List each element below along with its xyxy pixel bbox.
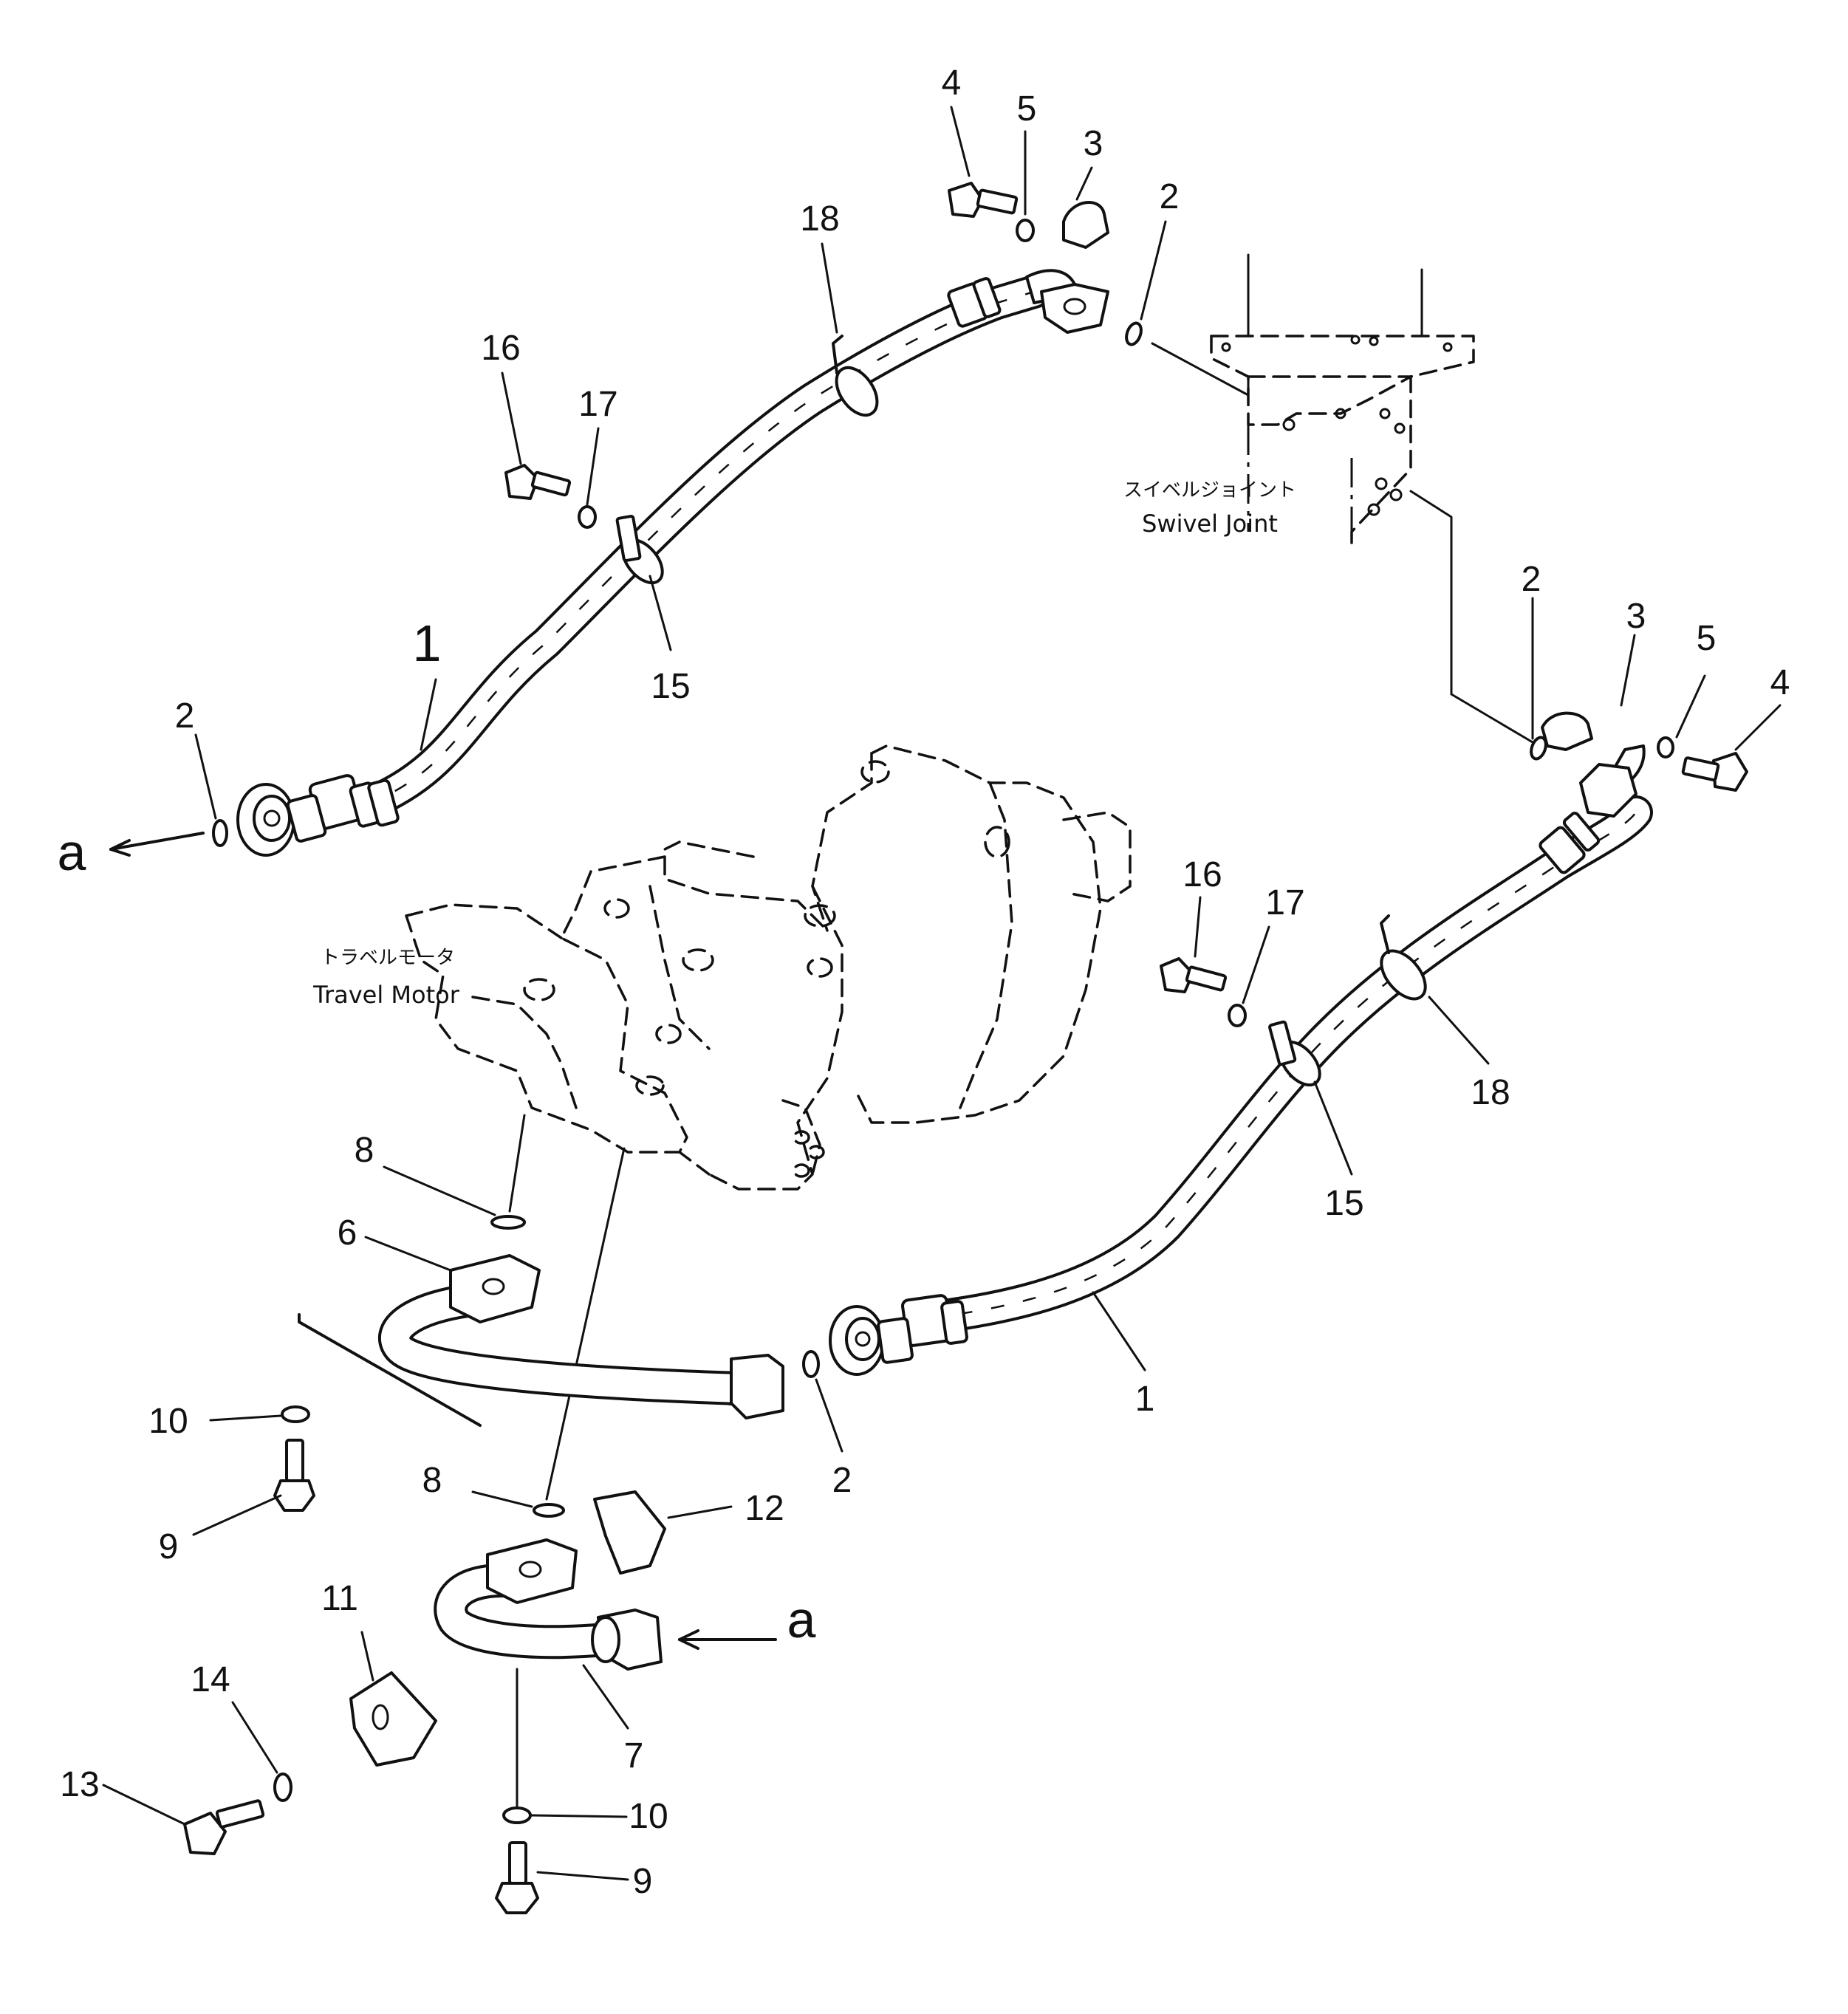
bolt-4-right [1681,752,1748,792]
half-clamp-12 [593,1490,666,1575]
hose-lower [829,744,1653,1376]
callout-4-top: 4 [942,64,962,103]
callout-15-upper: 15 [651,667,690,706]
callout-5-top: 5 [1017,89,1037,129]
washer-5-top [1016,219,1035,242]
callout-3-right: 3 [1626,597,1646,636]
callout-1-upper: 1 [413,614,442,672]
callout-14: 14 [191,1660,230,1699]
washer-17-upper [578,505,597,529]
arrow-a-bottom: a [678,1591,816,1650]
arrow-a-left-label: a [58,823,86,881]
callout-4-right: 4 [1770,663,1790,702]
leader-swivel-right [1409,490,1534,744]
washer-14 [273,1772,292,1802]
bolt-16-lower [1160,957,1228,993]
o-ring-8-lower [533,1503,565,1518]
leader-lines [102,106,1782,1881]
callout-11: 11 [321,1579,358,1618]
bolt-9-bottom [495,1841,539,1914]
arrow-a-left: a [58,823,205,881]
o-ring-2-left [212,819,228,847]
callout-2-top: 2 [1160,177,1180,216]
travel-motor-label-en: Travel Motor [312,981,460,1009]
travel-motor-label-jp: トラベルモータ [321,947,455,969]
callout-13: 13 [60,1765,99,1804]
washer-10-left [281,1405,310,1423]
callout-10-left: 10 [148,1402,188,1441]
swivel-joint: スイベルジョイント Swivel Joint [1123,253,1475,544]
callout-numbers: 4 5 3 2 18 16 17 15 1 2 2 3 5 4 16 17 18… [60,64,1790,1901]
callout-18-lower: 18 [1471,1073,1510,1112]
callout-1-lower: 1 [1135,1380,1155,1419]
callout-6: 6 [338,1213,357,1253]
callout-16-lower: 16 [1183,855,1222,894]
o-ring-2-bottom [802,1350,820,1378]
callout-2-left: 2 [175,696,195,736]
callout-9-left: 9 [159,1527,179,1566]
bolt-9-left [273,1439,315,1512]
washer-5-right [1657,736,1674,758]
callout-17-upper: 17 [578,385,617,424]
callout-8-upper: 8 [355,1131,374,1170]
callout-2-bottom: 2 [832,1461,852,1500]
callout-18-upper: 18 [800,199,839,239]
callout-17-lower: 17 [1265,883,1304,922]
hose-upper [236,269,1109,857]
callout-5-right: 5 [1697,619,1717,658]
callout-15-lower: 15 [1324,1184,1363,1223]
o-ring-2-right [1530,736,1547,761]
pipe-7 [434,1538,663,1671]
callout-8-lower: 8 [422,1461,442,1500]
leader-motor-8-upper [508,1114,526,1213]
bolt-16-upper [504,464,572,500]
travel-motor: トラベルモータ Travel Motor [312,744,1132,1191]
pipe-6 [298,1254,784,1427]
swivel-joint-label-en: Swivel Joint [1142,510,1278,538]
callout-10-bottom: 10 [629,1797,668,1836]
callout-7: 7 [624,1736,644,1775]
washer-17-lower [1228,1004,1247,1027]
callout-12: 12 [745,1489,784,1528]
swivel-joint-label-jp: スイベルジョイント [1123,479,1296,501]
half-clamp-3-top [1062,201,1109,249]
arrow-a-bottom-label: a [787,1591,816,1648]
leader-swivel-top [1151,342,1250,397]
callout-16-upper: 16 [481,329,520,368]
leader-motor-8-lower [545,1147,626,1501]
callout-3-top: 3 [1084,124,1103,163]
bolt-4-top [948,182,1019,218]
half-clamp-11 [349,1671,437,1767]
callout-2-right: 2 [1522,560,1541,599]
o-ring-2-top [1125,321,1143,346]
bolt-13 [183,1799,265,1855]
o-ring-8-upper [490,1215,526,1230]
washer-10-bottom [502,1806,532,1824]
callout-9-bottom: 9 [633,1862,653,1901]
half-clamp-3-right [1541,711,1593,751]
